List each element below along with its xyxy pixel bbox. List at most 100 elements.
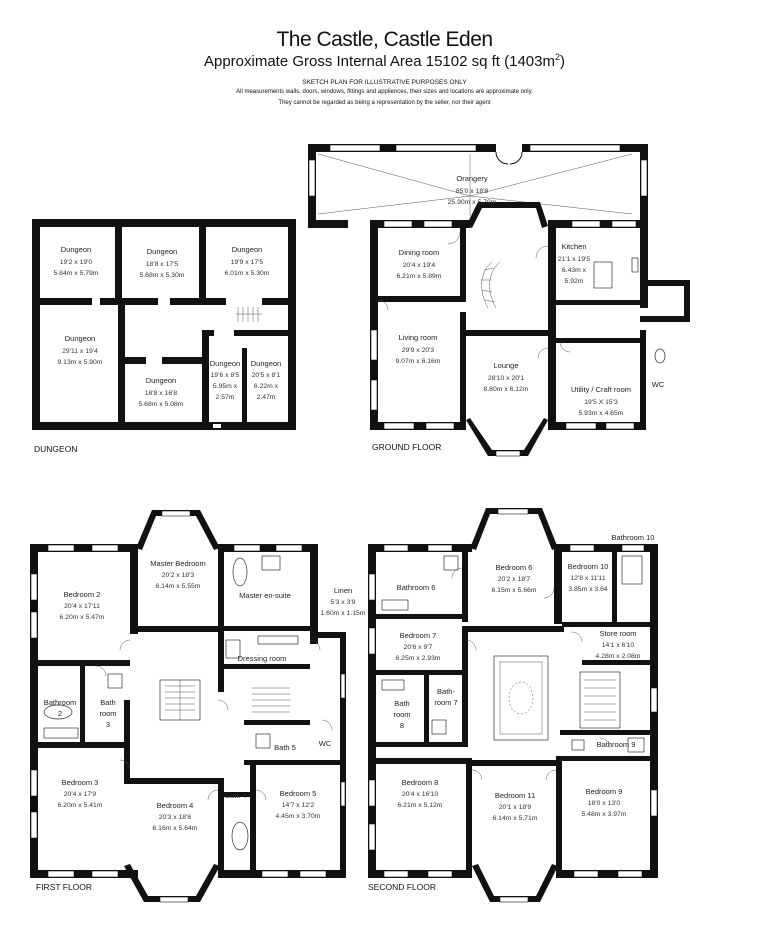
dungeon-6-name: Dungeon — [210, 359, 240, 368]
lounge-name: Lounge — [493, 361, 518, 370]
first-wc-name: WC — [319, 739, 332, 748]
dungeon-1-metric: 5.84m x 5.79m — [54, 270, 99, 277]
second-floor-plan: Bathroom 10 Bathroom 6 Bedroom 6 20'2 x … — [368, 508, 658, 903]
ground-floor-label: GROUND FLOOR — [372, 442, 441, 452]
orangery-metric: 25.90m x 5.70m — [448, 199, 497, 206]
living-room-metric: 9.07m x 6.16m — [396, 358, 441, 365]
master-bedroom-imperial: 20'2 x 18'3 — [162, 572, 195, 579]
dungeon-2-name: Dungeon — [147, 247, 177, 256]
dungeon-6-metric: 5.95m x — [213, 383, 238, 390]
bedroom-10-imperial: 12'8 x 11'11 — [570, 575, 605, 582]
dungeon-1-name: Dungeon — [61, 245, 91, 254]
bedroom-3-name: Bedroom 3 — [62, 778, 99, 787]
dungeon-3-metric: 6.01m x 5.30m — [225, 270, 270, 277]
bedroom-8-imperial: 20'4 x 16'10 — [402, 791, 438, 798]
dungeon-4-metric: 9.13m x 5.90m — [58, 359, 103, 366]
bathroom-9-name: Bathroom 9 — [597, 740, 636, 749]
dungeon-7-metric: 6.22m x — [254, 383, 279, 390]
bedroom-6-name: Bedroom 6 — [496, 563, 533, 572]
bedroom-7-imperial: 20'6 x 9'7 — [404, 644, 433, 651]
representation-disclaimer: They cannot be regarded as being a repre… — [278, 100, 491, 106]
dungeon-3-name: Dungeon — [232, 245, 262, 254]
dungeon-1-imperial: 19'2 x 19'0 — [60, 259, 93, 266]
area-text-end: ) — [560, 53, 566, 70]
bath-4-name: Bath 4 — [225, 791, 247, 800]
bedroom-3-metric: 6.20m x 5.41m — [58, 802, 103, 809]
dungeon-5-metric: 5.68m x 5.08m — [139, 401, 184, 408]
ground-floor-plan: Orangery 85'0 x 18'8 25.90m x 5.70m Dini… — [308, 143, 690, 457]
bedroom-8-metric: 6.21m x 5.12m — [398, 802, 443, 809]
utility-room-imperial: 19'5 X 15'3 — [584, 399, 618, 406]
bedroom-4-metric: 6.16m x 5.64m — [153, 825, 198, 832]
dungeon-3-imperial: 19'9 x 17'5 — [231, 259, 264, 266]
bedroom-9-imperial: 18'0 x 13'0 — [588, 800, 621, 807]
utility-room-metric: 5.93m x 4.65m — [579, 410, 624, 417]
utility-room-name: Utility / Craft room — [571, 385, 631, 394]
bathroom-8-num: 8 — [400, 721, 404, 730]
dungeon-7-name: Dungeon — [251, 359, 281, 368]
ground-wc-name: WC — [652, 380, 665, 389]
area-subtitle: Approximate Gross Internal Area 15102 sq… — [0, 52, 769, 70]
master-en-suite-name: Master en-suite — [239, 591, 291, 600]
bedroom-11-imperial: 20'1 x 18'9 — [499, 804, 532, 811]
bathroom-3-name: Bath — [100, 698, 115, 707]
kitchen-metric2: 5.92m — [565, 278, 584, 285]
bedroom-5-metric: 4.45m x 3.70m — [276, 813, 321, 820]
dungeon-5-imperial: 18'8 x 16'8 — [145, 390, 178, 397]
orangery-imperial: 85'0 x 18'8 — [456, 188, 489, 195]
dining-room-imperial: 20'4 x 19'4 — [403, 262, 436, 269]
bathroom-3-name2: room — [99, 709, 116, 718]
bedroom-10-name: Bedroom 10 — [568, 562, 609, 571]
kitchen-metric: 6.43m x — [562, 267, 587, 274]
bedroom-2-imperial: 20'4 x 17'11 — [64, 603, 100, 610]
bathroom-7-name: Bath- — [437, 687, 455, 696]
kitchen-name: Kitchen — [561, 242, 586, 251]
living-room-name: Living room — [399, 333, 438, 342]
bedroom-10-metric: 3.85m x 3.64 — [568, 586, 608, 593]
linen-metric: 1.60m x 1.15m — [321, 610, 366, 617]
bedroom-11-name: Bedroom 11 — [495, 791, 535, 800]
dressing-room-name: Dressing room — [238, 654, 287, 663]
dining-room-name: Dining room — [399, 248, 439, 257]
area-text: Approximate Gross Internal Area 15102 sq… — [203, 53, 555, 70]
area-superscript: 2 — [555, 52, 561, 62]
linen-imperial: 5'3 x 3'9 — [331, 599, 356, 606]
lounge-imperial: 28'10 x 20'1 — [488, 375, 524, 382]
master-bedroom-metric: 6.14m x 5.55m — [156, 583, 201, 590]
dungeon-2-metric: 5.68m x 5.30m — [140, 272, 185, 279]
lounge-metric: 8.80m x 6.12m — [484, 386, 529, 393]
kitchen-imperial: 21'1 x 19'5 — [558, 256, 591, 263]
bedroom-2-name: Bedroom 2 — [64, 590, 101, 599]
dungeon-plan: Dungeon 19'2 x 19'0 5.84m x 5.79m Dungeo… — [32, 219, 296, 454]
bedroom-5-imperial: 14'7 x 12'2 — [282, 802, 315, 809]
bedroom-9-metric: 5.48m x 3.97m — [582, 811, 627, 818]
dungeon-4-imperial: 29'11 x 19'4 — [62, 348, 98, 355]
bedroom-7-metric: 6.25m x 2.93m — [396, 655, 441, 662]
bathroom-10-label: Bathroom 10 — [612, 533, 655, 542]
bedroom-4-name: Bedroom 4 — [157, 801, 194, 810]
second-floor-label: SECOND FLOOR — [368, 882, 436, 892]
bedroom-3-imperial: 20'4 x 17'9 — [64, 791, 97, 798]
bathroom-8-name: Bath — [394, 699, 409, 708]
bedroom-5-name: Bedroom 5 — [280, 789, 317, 798]
bathroom-2-name: Bathroom — [44, 698, 77, 707]
measurement-disclaimer: All measurements walls, doors, windows, … — [236, 89, 533, 95]
dungeon-7-metric2: 2.47m — [257, 394, 276, 401]
dining-room-metric: 6.21m x 5.89m — [397, 273, 442, 280]
dungeon-4-name: Dungeon — [65, 334, 95, 343]
bedroom-8-name: Bedroom 8 — [402, 778, 439, 787]
dungeon-floor-label: DUNGEON — [34, 444, 77, 454]
store-room-name: Store room — [599, 629, 636, 638]
bathroom-3-num: 3 — [106, 720, 110, 729]
bathroom-8-name2: room — [393, 710, 410, 719]
bathroom-7-name2: room 7 — [434, 698, 457, 707]
first-floor-label: FIRST FLOOR — [36, 882, 92, 892]
linen-name: Linen — [334, 586, 352, 595]
page-title: The Castle, Castle Eden — [276, 28, 493, 51]
bathroom-2-num: 2 — [58, 709, 62, 718]
dungeon-7-imperial: 20'5 x 8'1 — [252, 372, 281, 379]
master-bedroom-name: Master Bedroom — [150, 559, 205, 568]
store-room-imperial: 14'1 x 6'10 — [602, 642, 635, 649]
living-room-imperial: 29'9 x 20'3 — [402, 347, 435, 354]
